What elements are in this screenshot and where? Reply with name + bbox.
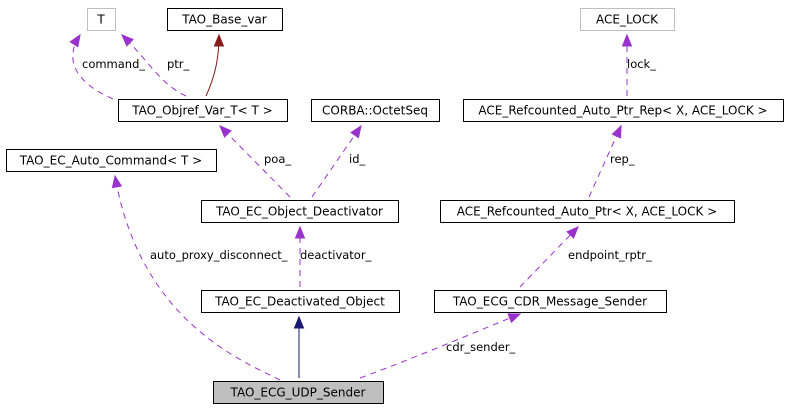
node-label: TAO_ECG_UDP_Sender: [230, 386, 366, 400]
node-label: TAO_ECG_CDR_Message_Sender: [452, 295, 647, 309]
arrowhead-endpoint: [566, 226, 579, 239]
arrowhead-ptr: [121, 34, 134, 47]
edge-label-rep: rep_: [610, 152, 635, 166]
node-box: [213, 381, 384, 404]
node-label: TAO_EC_Auto_Command< T >: [19, 154, 202, 168]
arrowhead-inherit: [293, 315, 305, 329]
node-base-var[interactable]: TAO_Base_var: [167, 8, 283, 31]
node-objref[interactable]: TAO_Objref_Var_T< T >: [118, 99, 288, 122]
edge-label-auto_proxy: auto_proxy_disconnect_: [150, 248, 288, 262]
node-auto-ptr[interactable]: ACE_Refcounted_Auto_Ptr< X, ACE_LOCK >: [440, 200, 735, 223]
edge-label-lock: lock_: [627, 57, 656, 71]
node-box: [463, 99, 784, 122]
arrowhead-rep: [611, 124, 622, 139]
node-box: [311, 99, 440, 122]
node-label: ACE_LOCK: [596, 13, 659, 27]
node-label: TAO_Objref_Var_T< T >: [131, 104, 272, 118]
node-label: TAO_EC_Object_Deactivator: [215, 205, 383, 219]
node-deact-obj[interactable]: TAO_EC_Deactivated_Object: [201, 290, 400, 313]
node-cdr-sender[interactable]: TAO_ECG_CDR_Message_Sender: [434, 290, 667, 313]
node-box: [118, 99, 288, 122]
edge-label-cdr: cdr_sender_: [446, 340, 516, 354]
arrowhead-id: [350, 124, 362, 139]
node-label: CORBA::OctetSeq: [322, 104, 428, 118]
node-box: [440, 200, 735, 223]
node-box: [201, 200, 399, 223]
edge-label-deactivator: deactivator_: [300, 248, 372, 262]
node-label: TAO_Base_var: [181, 13, 267, 27]
node-box: [87, 8, 116, 31]
node-box: [167, 8, 283, 31]
arrowhead-cdr: [507, 313, 522, 324]
node-ace-lock[interactable]: ACE_LOCK: [580, 8, 675, 31]
edge-poa: [219, 125, 291, 198]
node-label: T: [96, 13, 105, 27]
node-label: TAO_EC_Deactivated_Object: [214, 295, 385, 309]
edge-label-endpoint: endpoint_rptr_: [568, 248, 652, 262]
node-label: ACE_Refcounted_Auto_Ptr_Rep< X, ACE_LOCK…: [478, 104, 767, 118]
node-obj-deact[interactable]: TAO_EC_Object_Deactivator: [201, 200, 399, 223]
arrowhead-base: [213, 33, 225, 47]
node-udp-sender[interactable]: TAO_ECG_UDP_Sender: [213, 381, 384, 404]
node-auto-cmd[interactable]: TAO_EC_Auto_Command< T >: [6, 149, 217, 172]
node-label: ACE_Refcounted_Auto_Ptr< X, ACE_LOCK >: [457, 205, 717, 219]
edge-auto_proxy: [114, 175, 281, 381]
node-T[interactable]: T: [87, 8, 116, 31]
edge-cdr: [359, 313, 521, 379]
node-octetseq[interactable]: CORBA::OctetSeq: [311, 99, 440, 122]
node-box: [201, 290, 400, 313]
edge-label-ptr: ptr_: [167, 57, 190, 71]
edge-label-id: id_: [349, 152, 365, 166]
node-box: [6, 149, 217, 172]
arrowhead-lock: [621, 33, 633, 47]
arrowhead-deactivator: [294, 225, 306, 239]
edge-label-command: command_: [82, 57, 145, 71]
node-box: [434, 290, 667, 313]
edge-id: [311, 125, 362, 198]
node-box: [580, 8, 675, 31]
edge-endpoint: [519, 226, 579, 288]
node-ptr-rep[interactable]: ACE_Refcounted_Auto_Ptr_Rep< X, ACE_LOCK…: [463, 99, 784, 122]
edge-rep: [588, 125, 622, 198]
arrowhead-poa: [219, 125, 232, 138]
arrowhead-auto_proxy: [111, 174, 123, 189]
arrowhead-command: [69, 33, 81, 48]
edge-label-poa: poa_: [264, 152, 291, 166]
